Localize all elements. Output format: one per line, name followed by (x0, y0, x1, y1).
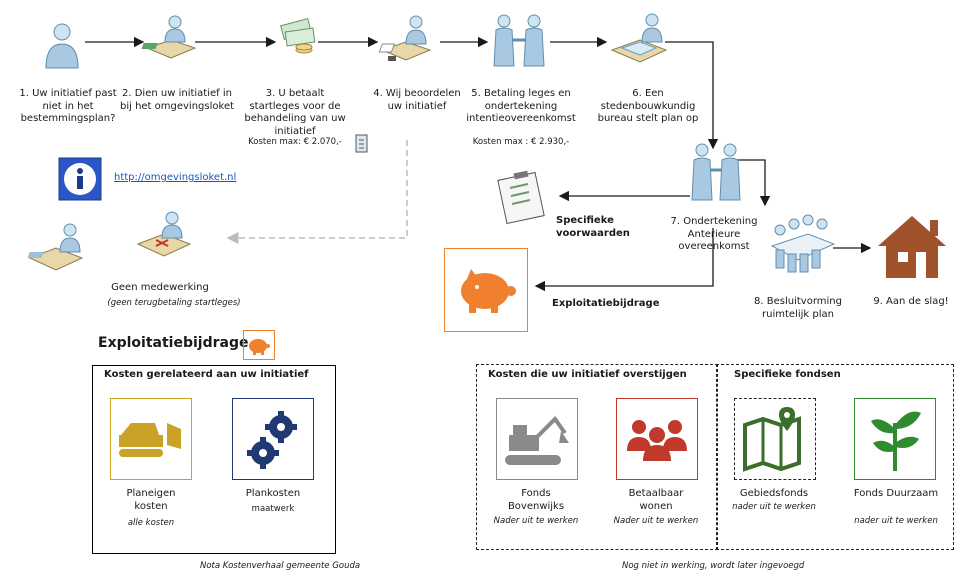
plant-icon (871, 411, 921, 471)
specific-funds-title: Specifieke fondsen (734, 369, 841, 380)
specific-conditions-label: Specifieke voorwaarden (556, 215, 630, 239)
desk-person-icon-small (27, 223, 84, 271)
duurzaam-card (854, 398, 936, 480)
council-meeting-icon (770, 214, 836, 273)
money-icon (280, 18, 316, 54)
step-5-cost: Kosten max : € 2.930,- (472, 137, 570, 147)
exploitation-heading-tile (243, 330, 275, 360)
step-9-label: 9. Aan de slag! (873, 296, 949, 307)
related-costs-title: Kosten gerelateerd aan uw initiatief (104, 369, 309, 380)
step-7-label: 7. Ondertekening Anterieure overeenkomst (670, 216, 758, 252)
bulldozer-icon (119, 423, 181, 457)
exceeding-costs-title: Kosten die uw initiatief overstijgen (488, 369, 687, 380)
no-cooperation-title: Geen medewerking (111, 282, 209, 293)
gears-icon (247, 411, 297, 469)
arrow-6-7 (665, 41, 719, 150)
planeigen-note: alle kosten (127, 518, 175, 528)
no-cooperation-note: (geen terugbetaling startleges) (107, 298, 241, 308)
handshake-icon (493, 14, 545, 67)
piggy-bank-tile (444, 248, 528, 332)
gebiedsfonds-card (734, 398, 816, 480)
review-desk-icon (378, 15, 432, 61)
gebiedsfonds-title: Gebiedsfonds (739, 488, 809, 499)
left-footnote: Nota Kostenverhaal gemeente Gouda (200, 561, 361, 571)
receipt-icon (355, 134, 368, 153)
step-4-label: 4. Wij beoordelen uw initiatief (373, 88, 461, 112)
betaalbaar-note: Nader uit te werken (613, 516, 699, 526)
info-icon (58, 157, 102, 201)
step-1-label: 1. Uw initiatief past niet in het bestem… (19, 88, 117, 124)
step-3-cost: Kosten max: € 2.070,- (248, 137, 342, 147)
plankosten-note: maatwerk (251, 504, 295, 514)
step-5-label: 5. Betaling leges en ondertekening inten… (466, 88, 576, 124)
exceeding-costs-box (476, 364, 718, 550)
exploitation-flow-label: Exploitatiebijdrage (552, 298, 660, 309)
bovenwijks-title: Fonds Bovenwijks (507, 488, 565, 512)
excavator-icon (505, 415, 569, 465)
plankosten-title: Plankosten (245, 488, 301, 499)
arrow-to-exploitation (534, 228, 714, 292)
desk-person-icon (141, 15, 197, 59)
planeigen-card (110, 398, 192, 480)
step-8-label: 8. Besluitvorming ruimtelijk plan (754, 296, 842, 320)
clipboard-icon (497, 170, 545, 225)
specific-funds-box (716, 364, 954, 550)
bovenwijks-note: Nader uit te werken (493, 516, 579, 526)
small-piggy-icon (249, 339, 270, 355)
duurzaam-title: Fonds Duurzaam (853, 488, 939, 499)
planner-desk-icon (610, 13, 668, 63)
plankosten-card (232, 398, 314, 480)
gebiedsfonds-note: nader uit te werken (732, 502, 816, 512)
betaalbaar-card (616, 398, 698, 480)
omgevingsloket-link[interactable]: http://omgevingsloket.nl (114, 172, 237, 183)
step-2-label: 2. Dien uw initiatief in bij het omgevin… (119, 88, 235, 112)
duurzaam-note: nader uit te werken (854, 516, 938, 526)
piggy-bank-icon (461, 269, 516, 313)
house-icon (878, 216, 946, 278)
arrow-7-8 (735, 159, 771, 207)
right-footnote: Nog niet in werking, wordt later ingevoe… (622, 561, 805, 571)
map-pin-icon (743, 407, 801, 472)
related-costs-box (92, 365, 336, 554)
agreement-handshake-icon (691, 143, 741, 201)
step-3-label: 3. U betaalt startleges voor de behandel… (244, 88, 346, 137)
rejection-desk-icon (136, 211, 192, 257)
planeigen-title: Planeigen kosten (126, 488, 176, 512)
arrow-no-cooperation (226, 140, 408, 244)
betaalbaar-title: Betaalbaar wonen (628, 488, 684, 512)
exploitation-heading: Exploitatiebijdrage (98, 335, 249, 351)
bovenwijks-card (496, 398, 578, 480)
step-6-label: 6. Een stedenbouwkundig bureau stelt pla… (597, 88, 699, 124)
people-group-icon (627, 420, 687, 461)
person-icon (45, 23, 79, 69)
